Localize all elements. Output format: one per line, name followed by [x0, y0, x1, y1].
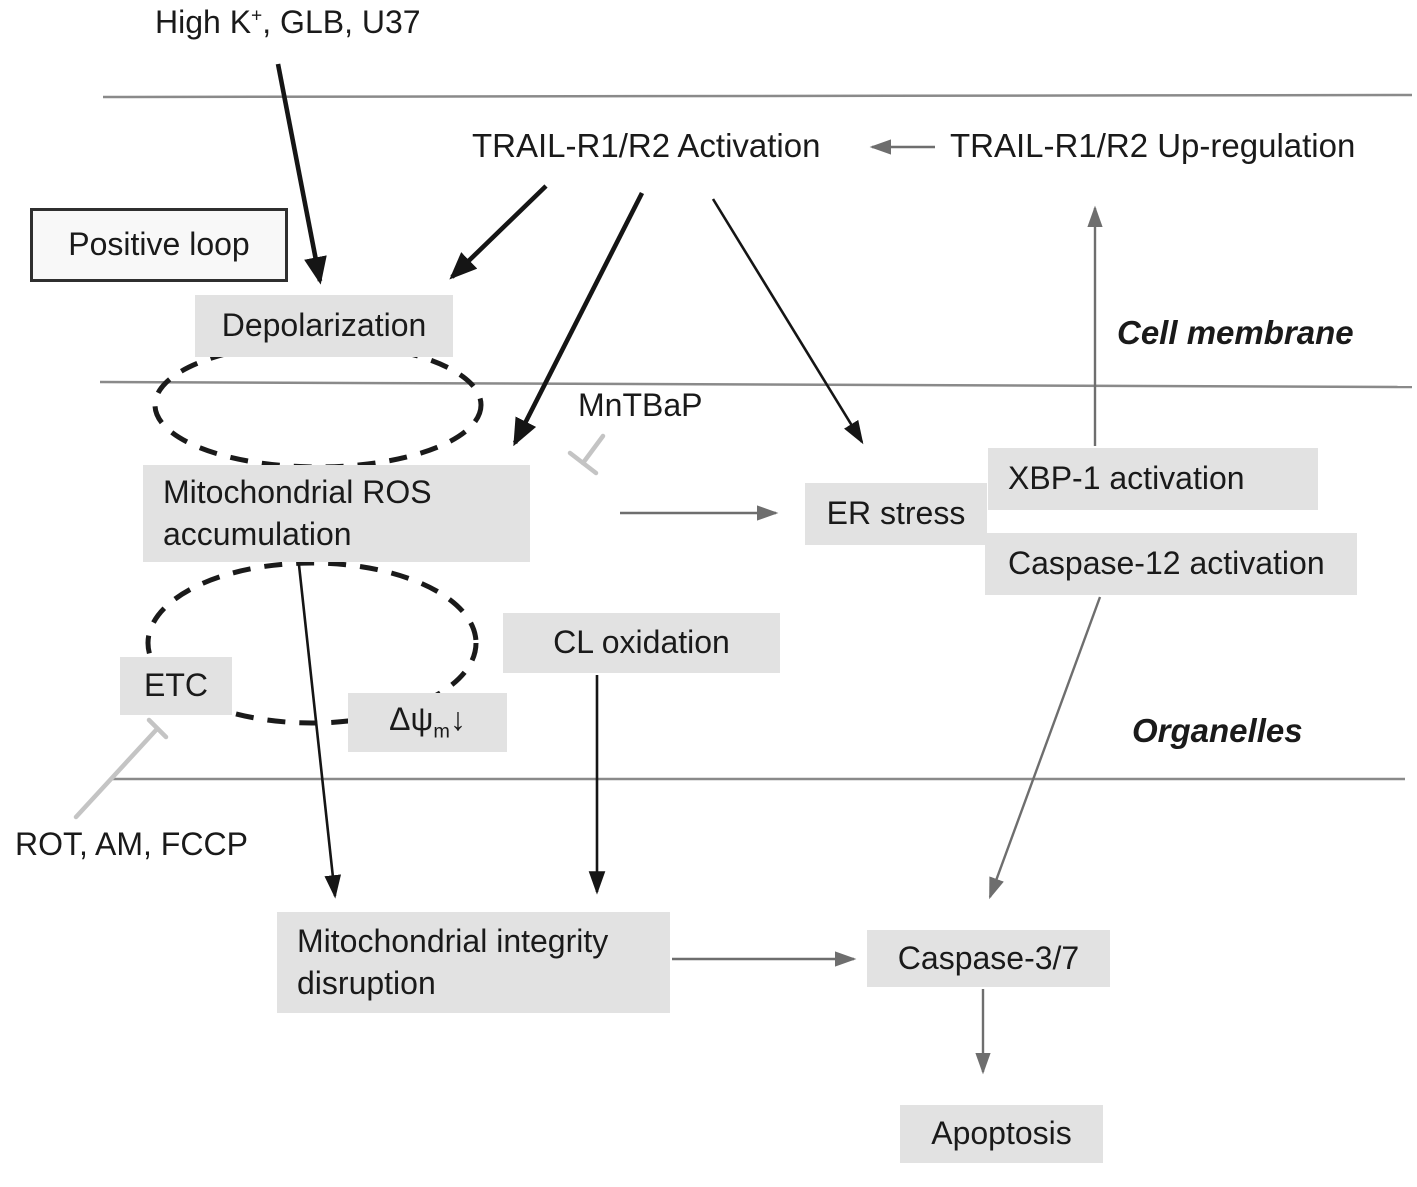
mntbap-inhibitor-label: MnTBaP — [578, 387, 703, 423]
cell-membrane-line-bottom — [99, 380, 1413, 389]
organelles-caption: Organelles — [1132, 712, 1303, 749]
integrity-label: Mitochondrial integrity disruption — [297, 922, 609, 1001]
node-etc: ETC — [120, 657, 232, 715]
node-caspase-3-7: Caspase-3/7 — [867, 930, 1110, 987]
node-caspase12-activation: Caspase-12 activation — [985, 533, 1357, 595]
node-mitochondrial-ros-accumulation: Mitochondrial ROS accumulation — [143, 465, 530, 562]
ros-label: Mitochondrial ROS accumulation — [163, 473, 432, 552]
cell-membrane-line-top — [102, 93, 1413, 99]
er-stress-label: ER stress — [826, 495, 966, 532]
node-depolarization: Depolarization — [195, 295, 453, 357]
node-cl-oxidation: CL oxidation — [503, 613, 780, 673]
trail-r1-r2-activation-label: TRAIL-R1/R2 Activation — [472, 127, 821, 164]
cell-membrane-caption: Cell membrane — [1117, 314, 1354, 351]
mitochondrion-outline-upper — [152, 340, 484, 470]
node-mitochondrial-integrity-disruption: Mitochondrial integrity disruption — [277, 912, 670, 1013]
apoptosis-label: Apoptosis — [931, 1115, 1072, 1152]
stimuli-label-high-k-glb-u37: High K+, GLB, U37 — [155, 4, 421, 40]
delta-psi-label: Δψm↓ — [389, 701, 466, 743]
positive-loop-box: Positive loop — [30, 208, 288, 282]
depolarization-label: Depolarization — [221, 307, 427, 344]
node-xbp1-activation: XBP-1 activation — [988, 448, 1318, 510]
trail-r1-r2-upregulation-label: TRAIL-R1/R2 Up-regulation — [950, 127, 1356, 164]
caspase12-label: Caspase-12 activation — [1008, 545, 1325, 582]
node-delta-psi-m-decrease: Δψm↓ — [348, 693, 507, 752]
positive-loop-label: Positive loop — [68, 226, 250, 263]
cl-oxidation-label: CL oxidation — [553, 624, 730, 661]
etc-label: ETC — [144, 667, 208, 704]
node-apoptosis: Apoptosis — [900, 1105, 1103, 1163]
node-er-stress: ER stress — [805, 483, 987, 545]
rot-am-fccp-inhibitor-label: ROT, AM, FCCP — [15, 826, 248, 862]
caspase37-label: Caspase-3/7 — [897, 939, 1080, 976]
xbp1-label: XBP-1 activation — [1008, 460, 1245, 497]
